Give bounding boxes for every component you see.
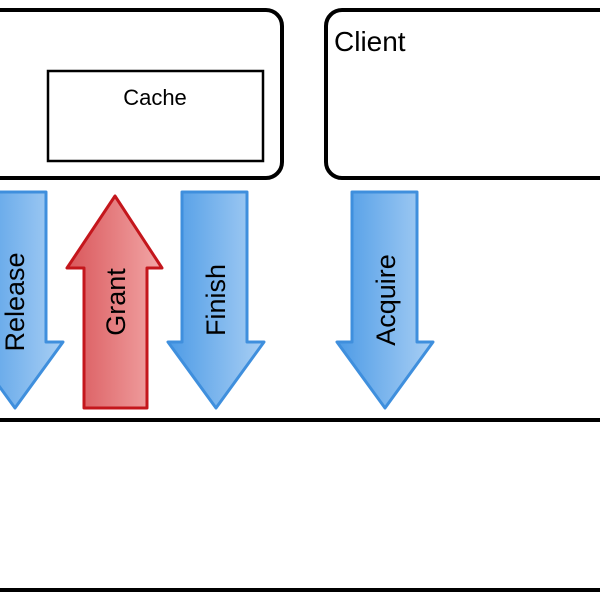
grant-arrow-label: Grant	[101, 268, 131, 336]
cache-box	[46, 69, 265, 163]
client-box	[324, 8, 600, 180]
finish-arrow-shape	[166, 190, 266, 410]
finish-arrow-label: Finish	[201, 264, 231, 336]
cache-label: Cache	[123, 85, 187, 110]
release-arrow-shape	[0, 190, 65, 410]
release-arrow: Release	[0, 190, 65, 410]
release-arrow-label: Release	[0, 252, 30, 351]
client-title: Client	[334, 26, 406, 57]
acquire-arrow-label: Acquire	[371, 254, 401, 346]
grant-arrow: Grant	[65, 194, 164, 410]
acquire-arrow: Acquire	[335, 190, 435, 410]
bottom-box	[0, 418, 600, 592]
finish-arrow: Finish	[166, 190, 266, 410]
acquire-arrow-shape	[335, 190, 435, 410]
grant-arrow-shape	[65, 194, 164, 410]
